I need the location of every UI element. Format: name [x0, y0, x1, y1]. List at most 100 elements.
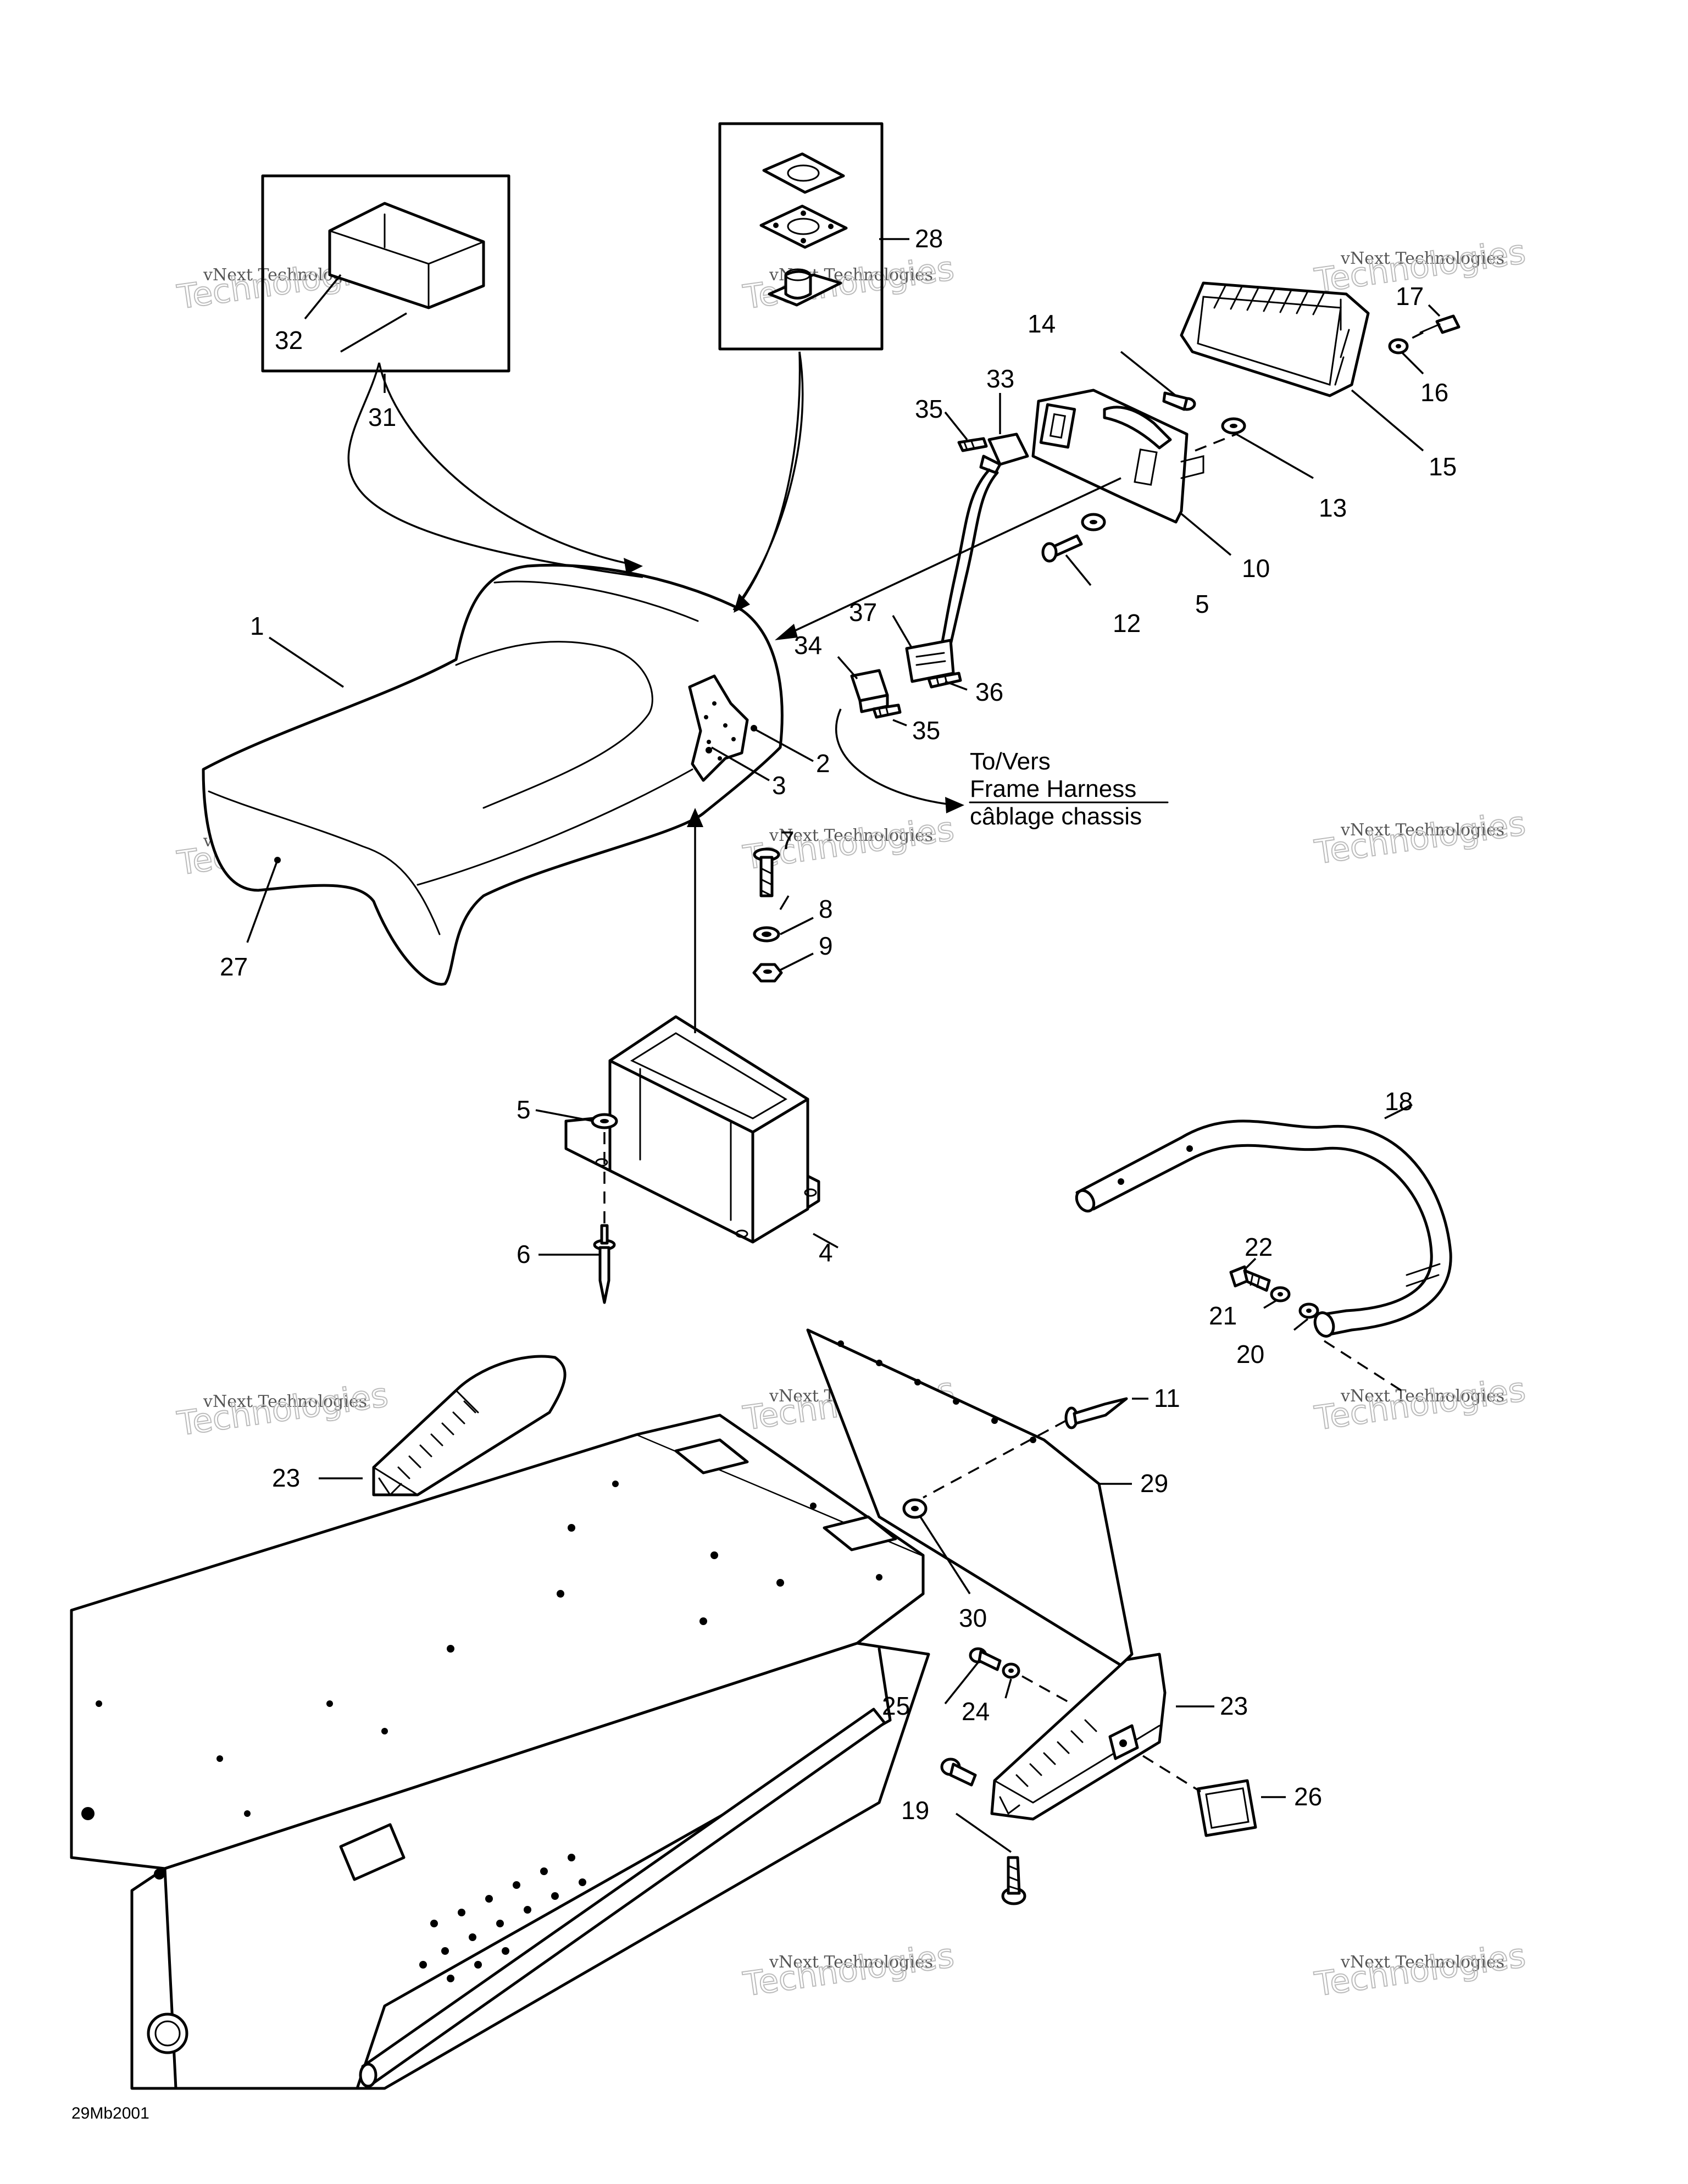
callout-13: 13 [1319, 494, 1347, 522]
grab-handle-18 [1075, 1119, 1452, 1338]
inset-box-28 [718, 122, 884, 351]
watermark-line2: Technologies [741, 249, 956, 317]
reflector-26 [1196, 1779, 1257, 1837]
watermark-line1: vNext Technologies [1340, 1387, 1504, 1406]
callout-22: 22 [1245, 1233, 1273, 1261]
callout-9: 9 [819, 932, 833, 960]
watermark-line2: Technologies [1312, 1370, 1528, 1438]
leader-lines [246, 238, 1441, 1853]
callout-3: 3 [772, 771, 786, 800]
callout-35-lower: 35 [912, 716, 940, 745]
screw-14 [1162, 391, 1196, 411]
callout-17: 17 [1396, 282, 1424, 311]
foam-pad-32 [328, 202, 485, 309]
callout-6: 6 [517, 1240, 531, 1268]
watermark-line1: vNext Technologies [769, 826, 933, 845]
post [784, 270, 812, 300]
watermark: vNext Technologies Technologies [740, 1936, 957, 2004]
terminal-36 [927, 672, 962, 689]
callout-37: 37 [849, 598, 877, 627]
callout-12: 12 [1113, 609, 1141, 638]
callout-2: 2 [816, 749, 830, 778]
harness-note-line3: câblage chassis [970, 803, 1142, 830]
callout-27: 27 [220, 952, 248, 981]
screw-12 [1041, 534, 1083, 563]
bolt-22 [1229, 1265, 1271, 1292]
callout-7: 7 [780, 826, 795, 855]
rivet-6 [593, 1224, 616, 1304]
watermark-line1: vNext Technologies [1340, 249, 1504, 268]
washer-8 [753, 926, 780, 943]
watermark-line2: Technologies [741, 1936, 956, 2004]
drawing-code: 29Mb2001 [71, 2104, 149, 2122]
screw-25 [969, 1647, 1002, 1671]
screw-19-upper [940, 1758, 977, 1787]
callout-8: 8 [819, 895, 833, 923]
callout-5-box: 5 [517, 1095, 531, 1124]
callout-32: 32 [275, 326, 303, 354]
callout-21: 21 [1209, 1301, 1237, 1330]
washer-21 [1270, 1286, 1291, 1302]
flap-29 [806, 1328, 1134, 1667]
connector-34 [850, 669, 889, 713]
watermark-line2: Technologies [175, 1376, 390, 1443]
seat-1 [202, 563, 784, 986]
watermark: vNext Technologies Technologies [740, 248, 957, 317]
washer-5-box [591, 1113, 618, 1129]
watermark-line1: vNext Technologies [769, 1953, 933, 1972]
watermark: vNext Technologies Technologies [1312, 1370, 1528, 1438]
callout-25: 25 [882, 1692, 910, 1720]
callout-15: 15 [1429, 452, 1457, 481]
terminal-35-lower [872, 703, 902, 719]
screw-7 [753, 847, 780, 897]
connector-33 [979, 433, 1029, 474]
callout-18: 18 [1385, 1087, 1413, 1116]
nut-9 [752, 963, 783, 983]
gasket [762, 152, 845, 194]
callout-5-light: 5 [1195, 590, 1209, 618]
callout-16: 16 [1420, 378, 1448, 407]
watermark-line1: vNext Technologies [203, 1392, 367, 1411]
harness-note-line2: Frame Harness [970, 775, 1136, 802]
callout-14: 14 [1028, 309, 1056, 338]
callout-4: 4 [819, 1238, 833, 1267]
screw-17 [1419, 314, 1461, 334]
screw-19-lower [1001, 1856, 1026, 1905]
callout-23-right: 23 [1220, 1692, 1248, 1720]
callout-28: 28 [915, 224, 943, 253]
tunnel-chassis [70, 1413, 930, 2090]
watermark-line2: Technologies [1312, 804, 1528, 872]
callout-31: 31 [368, 403, 396, 431]
callout-26: 26 [1294, 1782, 1322, 1811]
watermark: vNext Technologies Technologies [174, 1375, 391, 1444]
callout-35-upper: 35 [915, 395, 943, 423]
washer-13 [1221, 417, 1246, 435]
cap-23-right [990, 1653, 1167, 1821]
callout-30: 30 [959, 1604, 987, 1632]
callout-29: 29 [1140, 1469, 1168, 1498]
washer-16 [1388, 338, 1409, 354]
callout-10: 10 [1242, 554, 1270, 583]
tail-light-lens-15 [1180, 281, 1370, 397]
plate [759, 204, 848, 249]
washer-24 [1002, 1662, 1020, 1679]
callout-36: 36 [975, 678, 1003, 706]
callout-20: 20 [1236, 1340, 1264, 1368]
watermark: vNext Technologies Technologies [1312, 803, 1528, 872]
callout-19: 19 [901, 1796, 929, 1825]
washer-20 [1298, 1302, 1319, 1319]
cap-23-left [372, 1355, 567, 1496]
terminal-35-upper [957, 437, 988, 452]
callout-11: 11 [1154, 1384, 1180, 1412]
harness-note-line1: To/Vers [970, 748, 1051, 775]
callout-1: 1 [250, 612, 264, 640]
tail-light-housing-10 [1031, 389, 1204, 524]
callout-23-left: 23 [272, 1464, 300, 1492]
storage-box-4 [564, 1015, 820, 1244]
inset-box-31 [261, 174, 510, 373]
washer-5-light [1081, 513, 1106, 531]
callout-24: 24 [962, 1697, 990, 1726]
watermark-line1: vNext Technologies [1340, 1953, 1504, 1972]
watermark: vNext Technologies Technologies [1312, 1936, 1528, 2004]
